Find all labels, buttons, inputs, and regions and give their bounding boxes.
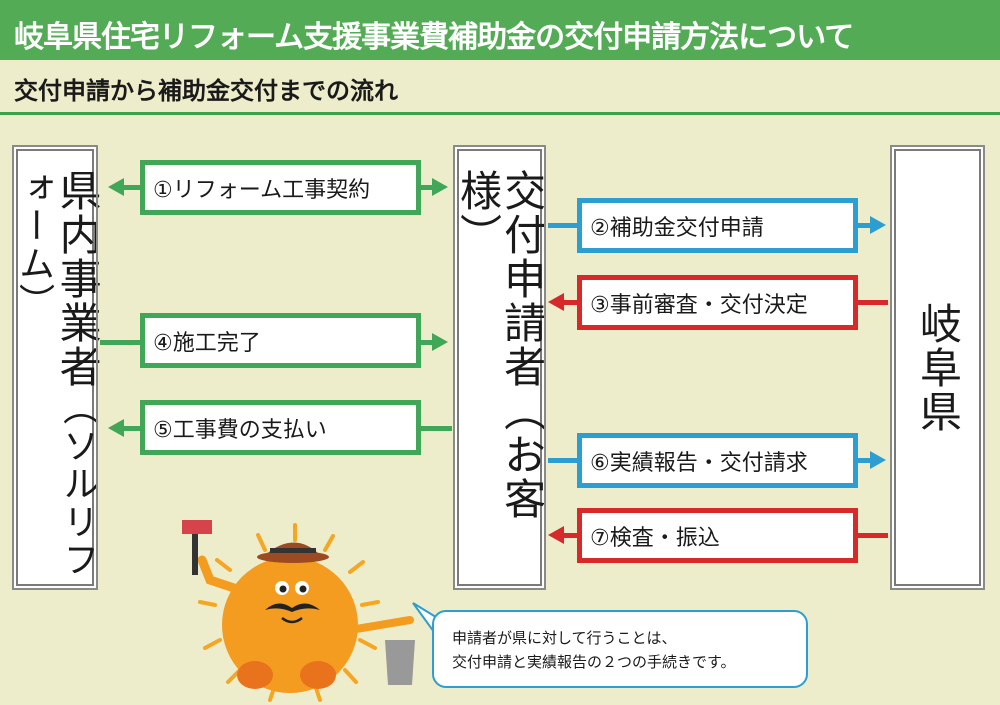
actor-contractor-label: 県内事業者 (53, 169, 103, 389)
actor-applicant-paren: （お客様） (453, 169, 547, 521)
step-3-box: ③事前審査・交付決定 (577, 275, 858, 330)
arrowhead-right-icon (870, 216, 886, 234)
arrowhead-right-icon (432, 178, 448, 196)
page-title: 岐阜県住宅リフォーム支援事業費補助金の交付申請方法について (0, 0, 1000, 60)
arrowhead-left-icon (108, 419, 124, 437)
mascot-body (222, 557, 358, 693)
speech-bubble: 申請者が県に対して行うことは、 交付申請と実績報告の２つの手続きです。 (432, 610, 808, 688)
arrowhead-right-icon (432, 333, 448, 351)
step-4-box: ④施工完了 (140, 313, 421, 368)
step-2-box: ②補助金交付申請 (577, 198, 858, 253)
paint-roller-icon (192, 530, 198, 575)
paint-bucket-icon (385, 640, 415, 685)
arrowhead-left-icon (108, 178, 124, 196)
actor-applicant: 交付申請者（お客様） (453, 145, 547, 590)
sun-rays (198, 523, 380, 702)
divider (0, 112, 1000, 115)
mascot-illustration (182, 520, 415, 702)
arrowhead-left-icon (548, 293, 564, 311)
mustache-icon (265, 603, 320, 612)
step-6-box: ⑥実績報告・交付請求 (577, 433, 858, 488)
bubble-line-2: 交付申請と実績報告の２つの手続きです。 (452, 653, 736, 671)
actor-contractor-paren-a: （ソル (57, 389, 99, 503)
actor-prefecture: 岐阜県 (890, 145, 985, 590)
step-1-box: ①リフォーム工事契約 (140, 160, 421, 215)
arrowhead-left-icon (548, 526, 564, 544)
step-7-box: ⑦検査・振込 (577, 508, 858, 563)
arrowhead-right-icon (870, 451, 886, 469)
actor-contractor: 県内事業者（ソルリフォーム） (12, 145, 102, 590)
step-5-box: ⑤工事費の支払い (140, 400, 421, 455)
section-subtitle: 交付申請から補助金交付までの流れ (14, 77, 398, 105)
actor-prefecture-label: 岐阜県 (913, 301, 963, 434)
actor-contractor-paren-b: リフォーム） (13, 169, 99, 579)
bubble-line-1: 申請者が県に対して行うことは、 (452, 629, 677, 647)
actor-applicant-label: 交付申請者 (497, 169, 547, 389)
